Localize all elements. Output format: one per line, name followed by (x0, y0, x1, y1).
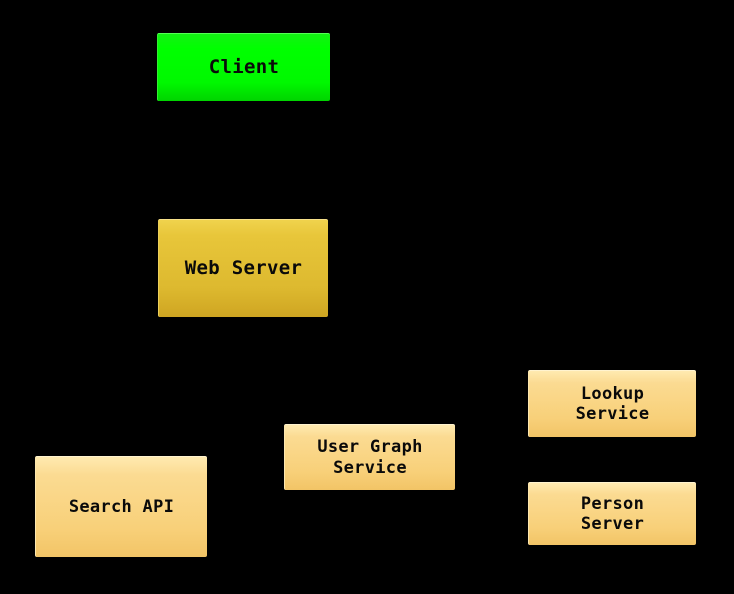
node-label-person-server: Person Server (580, 493, 645, 534)
node-label-client: Client (208, 56, 280, 79)
node-label-web-server: Web Server (184, 257, 303, 280)
node-label-lookup-service: Lookup Service (575, 383, 650, 424)
node-search-api[interactable]: Search API (35, 456, 207, 557)
node-web-server[interactable]: Web Server (158, 219, 328, 317)
node-person-server[interactable]: Person Server (528, 482, 696, 545)
node-client[interactable]: Client (157, 33, 330, 101)
node-label-search-api: Search API (68, 496, 175, 517)
node-label-user-graph-service: User Graph Service (317, 437, 423, 478)
node-user-graph-service[interactable]: User Graph Service (284, 424, 455, 490)
node-lookup-service[interactable]: Lookup Service (528, 370, 696, 437)
